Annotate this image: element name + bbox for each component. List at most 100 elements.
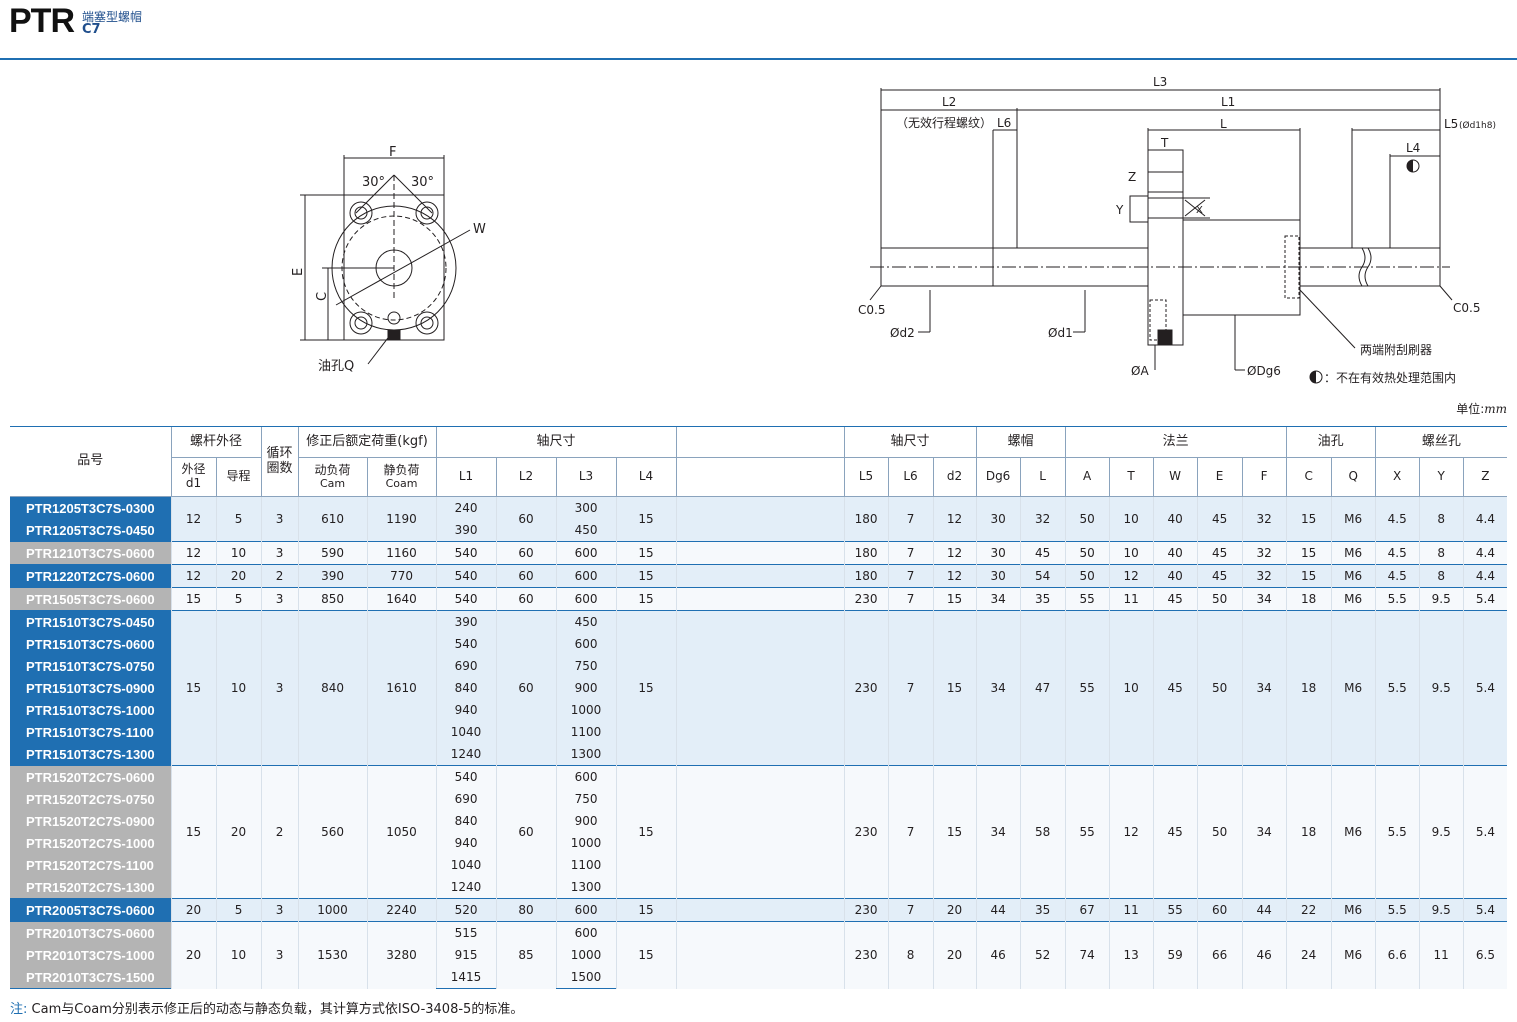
cell-E: 50 xyxy=(1196,587,1243,611)
header-dyn-cn: 动负荷 xyxy=(314,462,351,477)
cell-d1: 12 xyxy=(170,564,216,588)
cell-L3: 600 xyxy=(555,765,617,788)
cell-L2: 60 xyxy=(495,541,557,565)
cell-L1: 390 xyxy=(435,519,497,542)
cell-L3: 1000 xyxy=(555,944,617,966)
header-circuits: 循环圈数 xyxy=(260,426,299,497)
cell-X: 6.6 xyxy=(1374,921,1420,989)
cell-L2: 85 xyxy=(495,921,557,989)
part-number: PTR1520T2C7S-0750 xyxy=(10,788,171,810)
cell-d1: 15 xyxy=(170,610,216,766)
header-dyn-en: Cam xyxy=(319,476,346,490)
cell-cam: 1000 xyxy=(297,898,368,922)
cell-L1: 540 xyxy=(435,633,497,655)
footnote-text: Cam与Coam分别表示修正后的动态与静态负载，其计算方式依ISO-3408-5… xyxy=(31,1002,524,1017)
cell-L: 45 xyxy=(1019,541,1066,565)
cell-L1: 1040 xyxy=(435,854,497,876)
cell-lead: 10 xyxy=(215,541,262,565)
col-Z: Z xyxy=(1462,457,1508,497)
col-L1: L1 xyxy=(435,457,497,497)
cell-L1: 540 xyxy=(435,587,497,611)
cell-Q: M6 xyxy=(1330,564,1376,588)
cell-E: 45 xyxy=(1196,541,1243,565)
cell-Y: 11 xyxy=(1418,921,1464,989)
part-number: PTR1520T2C7S-0600 xyxy=(10,765,171,788)
cell-C: 18 xyxy=(1285,587,1332,611)
cell-A: 55 xyxy=(1064,610,1110,766)
cell-E: 50 xyxy=(1196,765,1243,899)
unit-value: mm xyxy=(1484,402,1507,416)
cell-Z: 5.4 xyxy=(1462,587,1508,611)
cell-Dg6: 34 xyxy=(975,587,1021,611)
label-L5: L5 xyxy=(1444,117,1458,131)
cell-L3: 1100 xyxy=(555,854,617,876)
cell-T: 10 xyxy=(1108,610,1154,766)
header-screw-hole: 螺丝孔 xyxy=(1374,426,1508,458)
cell-A: 74 xyxy=(1064,921,1110,989)
cell-Z: 5.4 xyxy=(1462,610,1508,766)
header-nut: 螺帽 xyxy=(975,426,1066,458)
footnote-label: 注: xyxy=(10,1002,28,1017)
cell-L4: 15 xyxy=(615,898,677,922)
part-number: PTR1505T3C7S-0600 xyxy=(10,587,171,611)
cell-X: 5.5 xyxy=(1374,610,1420,766)
label-X: X xyxy=(1196,205,1203,216)
cell-L3: 900 xyxy=(555,810,617,832)
cell-blank xyxy=(675,610,845,766)
cell-L6: 7 xyxy=(887,541,934,565)
cell-L1: 540 xyxy=(435,765,497,788)
cell-d2: 12 xyxy=(932,496,977,542)
cell-W: 40 xyxy=(1152,541,1198,565)
cell-T: 11 xyxy=(1108,587,1154,611)
cell-Y: 9.5 xyxy=(1418,765,1464,899)
col-A: A xyxy=(1064,457,1110,497)
cell-L3: 1100 xyxy=(555,721,617,743)
label-L1: L1 xyxy=(1221,95,1235,109)
col-X: X xyxy=(1374,457,1420,497)
cell-L: 35 xyxy=(1019,587,1066,611)
cell-E: 45 xyxy=(1196,496,1243,542)
cell-L4: 15 xyxy=(615,564,677,588)
col-L3: L3 xyxy=(555,457,617,497)
cell-T: 12 xyxy=(1108,564,1154,588)
label-angle-left: 30° xyxy=(362,175,385,190)
cell-L2: 60 xyxy=(495,765,557,899)
part-number: PTR1520T2C7S-1300 xyxy=(10,876,171,899)
col-blank xyxy=(675,457,845,497)
cell-C: 18 xyxy=(1285,765,1332,899)
cell-circ: 3 xyxy=(260,610,299,766)
series-subtitle: 端塞型螺帽 xyxy=(82,10,143,24)
col-Dg6: Dg6 xyxy=(975,457,1021,497)
footnote: 注: Cam与Coam分别表示修正后的动态与静态负载，其计算方式依ISO-340… xyxy=(10,998,523,1017)
cell-L1: 390 xyxy=(435,610,497,633)
cell-L3: 1500 xyxy=(555,966,617,989)
cell-circ: 2 xyxy=(260,564,299,588)
cell-Dg6: 34 xyxy=(975,765,1021,899)
cell-blank xyxy=(675,898,845,922)
cell-d2: 15 xyxy=(932,587,977,611)
cell-L2: 80 xyxy=(495,898,557,922)
header-oil: 油孔 xyxy=(1285,426,1376,458)
part-number: PTR2010T3C7S-1000 xyxy=(10,944,171,966)
cell-L6: 7 xyxy=(887,898,934,922)
cell-W: 40 xyxy=(1152,564,1198,588)
label-L: L xyxy=(1220,117,1227,131)
cell-L1: 240 xyxy=(435,496,497,519)
cell-L2: 60 xyxy=(495,610,557,766)
label-L4: L4 xyxy=(1406,141,1420,155)
part-number: PTR1510T3C7S-0900 xyxy=(10,677,171,699)
label-L2-note: （无效行程螺纹） xyxy=(896,115,992,130)
cell-C: 15 xyxy=(1285,541,1332,565)
cell-C: 24 xyxy=(1285,921,1332,989)
cell-L5: 230 xyxy=(843,587,889,611)
